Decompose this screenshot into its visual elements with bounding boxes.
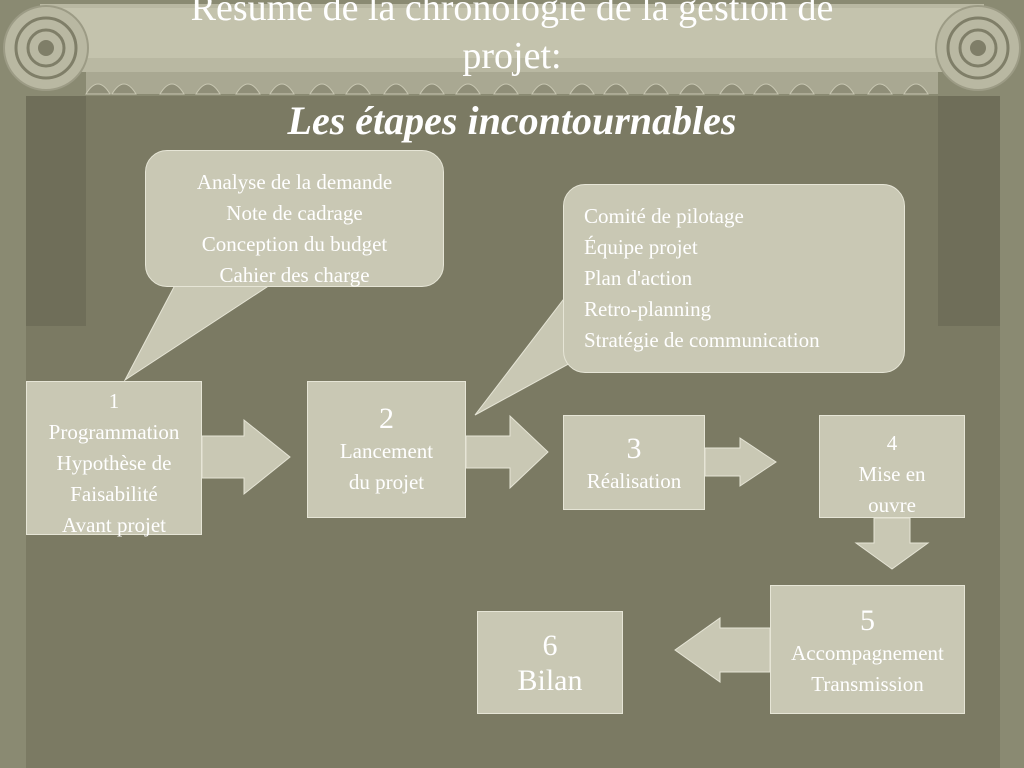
step-label: Lancement (339, 439, 434, 463)
slide-title: Résumé de la chronologie de la gestion d… (0, 0, 1024, 80)
bubble-left-line: Cahier des charge (219, 263, 370, 287)
arrow-step5-to-step6 (674, 617, 771, 683)
step-3-box: 3 Réalisation (563, 415, 705, 510)
step-number: 1 (108, 389, 120, 413)
column-capital-decoration (3, 4, 1021, 95)
step-number: 4 (886, 431, 898, 455)
bubble-right-line: Stratégie de communication (584, 328, 820, 352)
step-label: Transmission (811, 672, 924, 696)
step-5-box: 5 Accompagnement Transmission (770, 585, 965, 714)
bubble-left-line: Note de cadrage (226, 201, 363, 225)
bubble-left-line: Conception du budget (201, 232, 388, 256)
column-shadow-right (938, 96, 1000, 326)
bubble-left-tail (123, 284, 272, 382)
step-4-box: 4 Mise en ouvre (819, 415, 965, 518)
step-6-box: 6 Bilan (477, 611, 623, 714)
step-label: Accompagnement (791, 641, 944, 665)
step-label: Mise en (858, 462, 926, 486)
arrow-step2-to-step3 (465, 414, 549, 490)
slide-title-line-2: projet: (462, 35, 562, 77)
slide-subtitle: Les étapes incontournables (287, 98, 737, 143)
step-label: Bilan (517, 664, 583, 697)
bubble-launch: Comité de pilotage Équipe projet Plan d'… (563, 184, 905, 373)
arrow-step3-to-step4 (704, 437, 777, 487)
column-shadow-left (26, 96, 86, 326)
arrow-step4-to-step5 (854, 517, 930, 570)
step-1-box: 1 Programmation Hypothèse de Faisabilité… (26, 381, 202, 537)
step-2-box: 2 Lancement du projet (307, 381, 466, 518)
arrow-step1-to-step2 (201, 418, 291, 496)
slide-title-line-1: Résumé de la chronologie de la gestion d… (190, 0, 834, 29)
step-number: 5 (860, 604, 875, 637)
step-label: Avant projet (62, 513, 166, 537)
bubble-analysis: Analyse de la demande Note de cadrage Co… (145, 150, 444, 287)
step-number: 3 (626, 432, 642, 465)
bubble-right-line: Retro-planning (584, 297, 712, 321)
bubble-right-line: Comité de pilotage (584, 204, 744, 228)
step-label: du projet (348, 470, 425, 494)
step-label: Faisabilité (70, 482, 158, 506)
step-number: 2 (379, 402, 394, 435)
step-number: 6 (542, 629, 558, 662)
step-label: ouvre (868, 493, 916, 517)
bubble-left-line: Analyse de la demande (196, 170, 393, 194)
step-label: Programmation (48, 420, 180, 444)
bubble-right-line: Équipe projet (584, 235, 698, 259)
bubble-right-line: Plan d'action (584, 266, 693, 290)
step-label: Hypothèse de (56, 451, 172, 475)
step-label: Réalisation (586, 469, 682, 493)
